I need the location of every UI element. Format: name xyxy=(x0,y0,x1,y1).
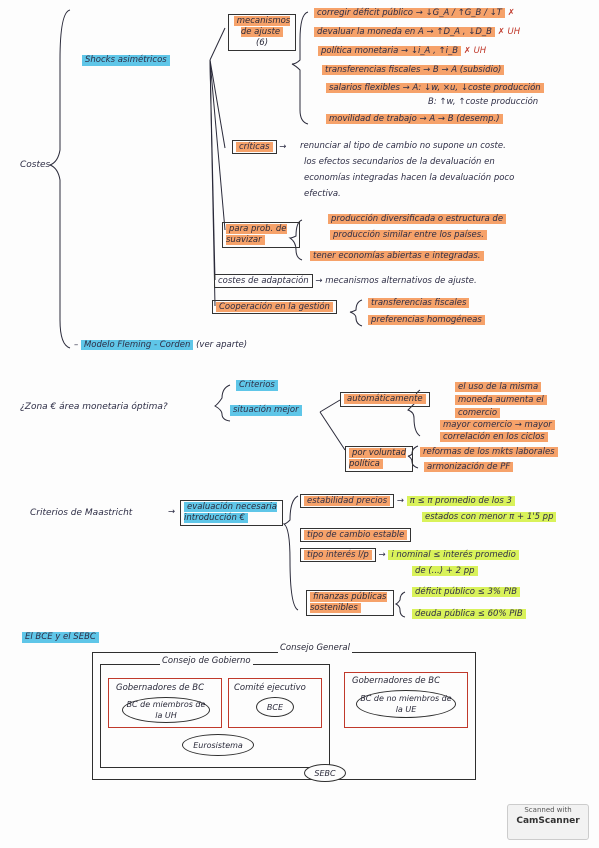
mec-item-2: política monetaria → ↓i_A , ↑i_B xyxy=(318,46,462,56)
mec-mark-1: ✗ UH xyxy=(497,27,521,37)
mec-mark-0: ✗ xyxy=(507,8,515,18)
criticas-line-0: renunciar al tipo de cambio no supone un… xyxy=(300,141,506,151)
mecanismos-num: (6) xyxy=(255,38,269,48)
fleming-label: Modelo Fleming - Corden xyxy=(80,340,194,350)
prob-label: para prob. de suavizar xyxy=(226,224,287,245)
auto-label: automáticamente xyxy=(344,394,426,404)
camscanner-badge: Scanned with CamScanner xyxy=(507,804,589,840)
cooperacion-box: Cooperación en la gestión xyxy=(212,300,337,314)
cooperacion-label: Cooperación en la gestión xyxy=(216,302,333,312)
m-text-1: estados con menor π + 1'5 pp xyxy=(422,512,557,522)
gob-bc2-box xyxy=(344,672,468,728)
situacion-label: situación mejor xyxy=(230,405,302,416)
mec-item-1: devaluar la moneda en A → ↑D_A , ↓D_B xyxy=(314,27,495,37)
coop-item-1: preferencias homogéneas xyxy=(368,315,485,325)
camscanner-brand: CamScanner xyxy=(516,816,580,826)
mecanismos-box: mecanismos de ajuste (6) xyxy=(228,14,296,51)
comite-label: Comité ejecutivo xyxy=(234,683,306,693)
gob-bc-box xyxy=(108,678,222,728)
coop-item-0: transferencias fiscales xyxy=(368,298,470,308)
mec-item-5: B: ↑w, ↑coste producción xyxy=(428,97,539,107)
m-text-3: i nominal ≤ interés promedio xyxy=(388,550,519,560)
voluntad-label: por voluntad política xyxy=(349,448,407,469)
auto-item-4: correlación en los ciclos xyxy=(440,432,548,442)
maastricht-title: Criterios de Maastricht xyxy=(30,508,133,518)
m-label-0: estabilidad precios xyxy=(304,496,391,506)
scanned-with-label: Scanned with xyxy=(524,806,572,814)
adaptacion-label: costes de adaptación xyxy=(218,276,309,286)
zona-question: ¿Zona € área monetaria óptima? xyxy=(20,402,168,412)
vol-item-1: armonización de PF xyxy=(424,462,514,472)
sebc-oval: SEBC xyxy=(304,764,346,782)
prob-item-2: tener economías abiertas e integradas. xyxy=(310,251,484,261)
m-text-4: de (...) + 2 pp xyxy=(412,566,478,576)
bc-ue-oval: BC de no miembros de la UE xyxy=(356,690,456,718)
criterios-label: Criterios xyxy=(236,380,278,391)
auto-item-2: comercio xyxy=(455,408,501,418)
m-label-5: finanzas públicas sostenibles xyxy=(310,592,387,613)
mec-item-4: salarios flexibles → A: ↓w, ×u, ↓coste p… xyxy=(326,83,544,93)
eurosistema-oval: Eurosistema xyxy=(182,734,254,756)
evaluacion-label: evaluación necesaria introducción € xyxy=(184,502,277,523)
prob-box: para prob. de suavizar xyxy=(222,222,300,248)
auto-item-3: mayor comercio → mayor xyxy=(440,420,555,430)
m-label-3: tipo interés l/p xyxy=(304,550,372,560)
auto-item-0: el uso de la misma xyxy=(455,382,542,392)
m-box-5: finanzas públicas sostenibles xyxy=(306,590,394,616)
criticas-line-2: economías integradas hacen la devaluació… xyxy=(304,173,515,183)
m-text-0: π ≤ π promedio de los 3 xyxy=(406,496,515,506)
evaluacion-box: evaluación necesaria introducción € xyxy=(180,500,283,526)
bce-oval: BCE xyxy=(256,697,294,717)
comite-box xyxy=(228,678,322,728)
prob-item-0: producción diversificada o estructura de xyxy=(328,214,507,224)
adaptacion-box: costes de adaptación xyxy=(214,274,313,288)
mec-item-0: corregir déficit público → ↓G_A / ↑G_B /… xyxy=(314,8,505,18)
bc-uh-oval: BC de miembros de la UH xyxy=(122,697,210,723)
mecanismos-label: mecanismos de ajuste xyxy=(233,16,291,37)
auto-box: automáticamente xyxy=(340,392,430,407)
adaptacion-text: mecanismos alternativos de ajuste. xyxy=(325,276,477,286)
gob-bc2-label: Gobernadores de BC xyxy=(352,676,441,686)
voluntad-box: por voluntad política xyxy=(345,446,413,472)
mec-item-3: transferencias fiscales → B → A (subsidi… xyxy=(322,65,505,75)
prob-item-1: producción similar entre los países. xyxy=(330,230,487,240)
m-text-6: deuda pública ≤ 60% PIB xyxy=(412,609,526,619)
m-label-2: tipo de cambio estable xyxy=(304,530,408,540)
consejo-gobierno-label: Consejo de Gobierno xyxy=(160,656,253,666)
mec-item-6: movilidad de trabajo → A → B (desemp.) xyxy=(326,114,503,124)
gob-bc-label: Gobernadores de BC xyxy=(116,683,205,693)
criticas-line-3: efectiva. xyxy=(304,189,341,199)
criticas-box: críticas xyxy=(232,140,277,154)
criticas-label: críticas xyxy=(236,142,273,152)
consejo-general-label: Consejo General xyxy=(278,643,352,653)
vol-item-0: reformas de los mkts laborales xyxy=(420,447,558,457)
costes-title: Costes xyxy=(20,160,51,170)
mec-mark-2: ✗ UH xyxy=(463,46,487,56)
auto-item-1: moneda aumenta el xyxy=(455,395,547,405)
shocks-label: Shocks asimétricos xyxy=(82,55,170,66)
fleming-note: (ver aparte) xyxy=(196,340,248,350)
criticas-line-1: los efectos secundarios de la devaluació… xyxy=(304,157,495,167)
bce-title: El BCE y el SEBC xyxy=(22,632,99,643)
m-text-5: déficit público ≤ 3% PIB xyxy=(412,587,521,597)
